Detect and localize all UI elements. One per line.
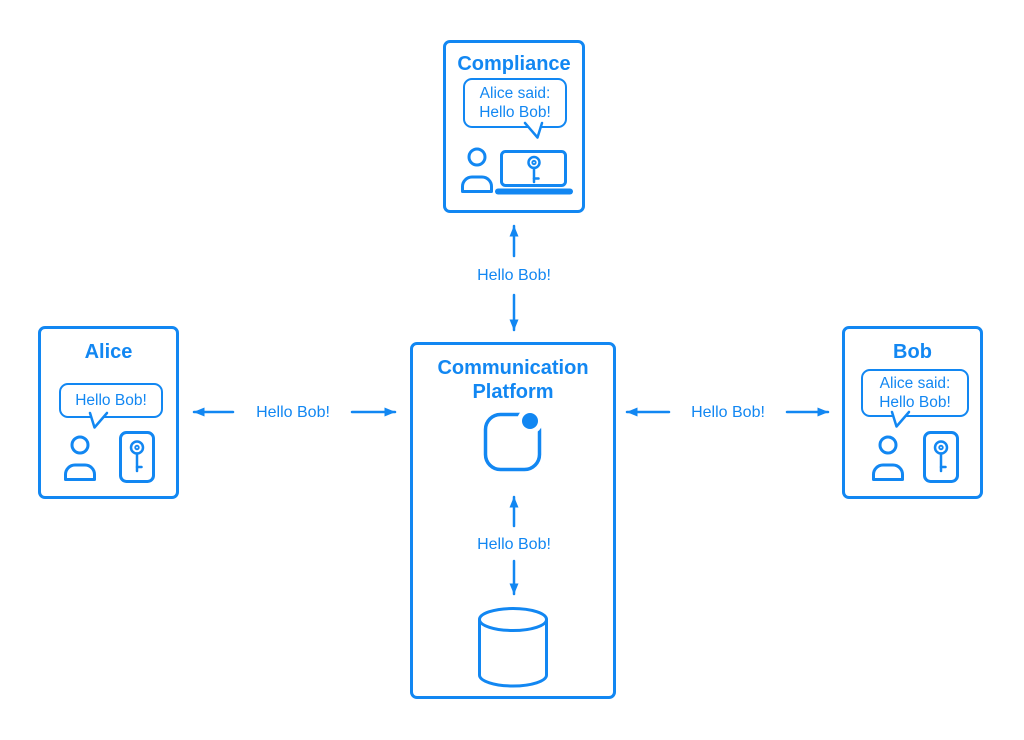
platform-title-line2: Platform bbox=[472, 381, 554, 403]
node-platform: Communication Platform bbox=[410, 342, 616, 699]
node-compliance: Compliance Alice said: Hello Bob! bbox=[443, 40, 585, 213]
person-icon bbox=[872, 435, 904, 481]
alice-title: Alice bbox=[84, 341, 133, 363]
alice-speech-bubble: Hello Bob! bbox=[59, 383, 163, 429]
message-label-compliance: Hello Bob! bbox=[477, 267, 551, 284]
bob-title: Bob bbox=[893, 341, 932, 363]
message-label-bob: Hello Bob! bbox=[691, 404, 765, 421]
platform-title-line1: Communication bbox=[437, 357, 589, 379]
compliance-title: Compliance bbox=[457, 53, 571, 75]
message-label-alice: Hello Bob! bbox=[256, 404, 330, 421]
speech-bubble-tail bbox=[890, 410, 911, 428]
person-icon bbox=[64, 435, 96, 481]
phone-key-icon bbox=[119, 431, 155, 483]
speech-bubble-tail bbox=[523, 121, 544, 139]
database-cylinder-icon bbox=[478, 607, 548, 688]
message-label-storage: Hello Bob! bbox=[477, 536, 551, 553]
app-notification-icon bbox=[483, 408, 543, 472]
node-alice: Alice Hello Bob! bbox=[38, 326, 179, 499]
compliance-speech-bubble: Alice said: Hello Bob! bbox=[463, 78, 567, 139]
bubble-text-line: Alice said: bbox=[479, 84, 551, 102]
phone-key-icon bbox=[923, 431, 959, 483]
bubble-text-line: Hello Bob! bbox=[479, 104, 551, 121]
bubble-text-line: Alice said: bbox=[879, 374, 951, 392]
bob-speech-bubble: Alice said: Hello Bob! bbox=[861, 369, 969, 428]
speech-bubble-tail bbox=[88, 411, 109, 429]
laptop-key-icon bbox=[495, 150, 573, 195]
node-bob: Bob Alice said: Hello Bob! bbox=[842, 326, 983, 499]
person-icon bbox=[461, 147, 493, 193]
bubble-text-line: Hello Bob! bbox=[879, 394, 951, 411]
bubble-text-line: Hello Bob! bbox=[75, 391, 147, 409]
